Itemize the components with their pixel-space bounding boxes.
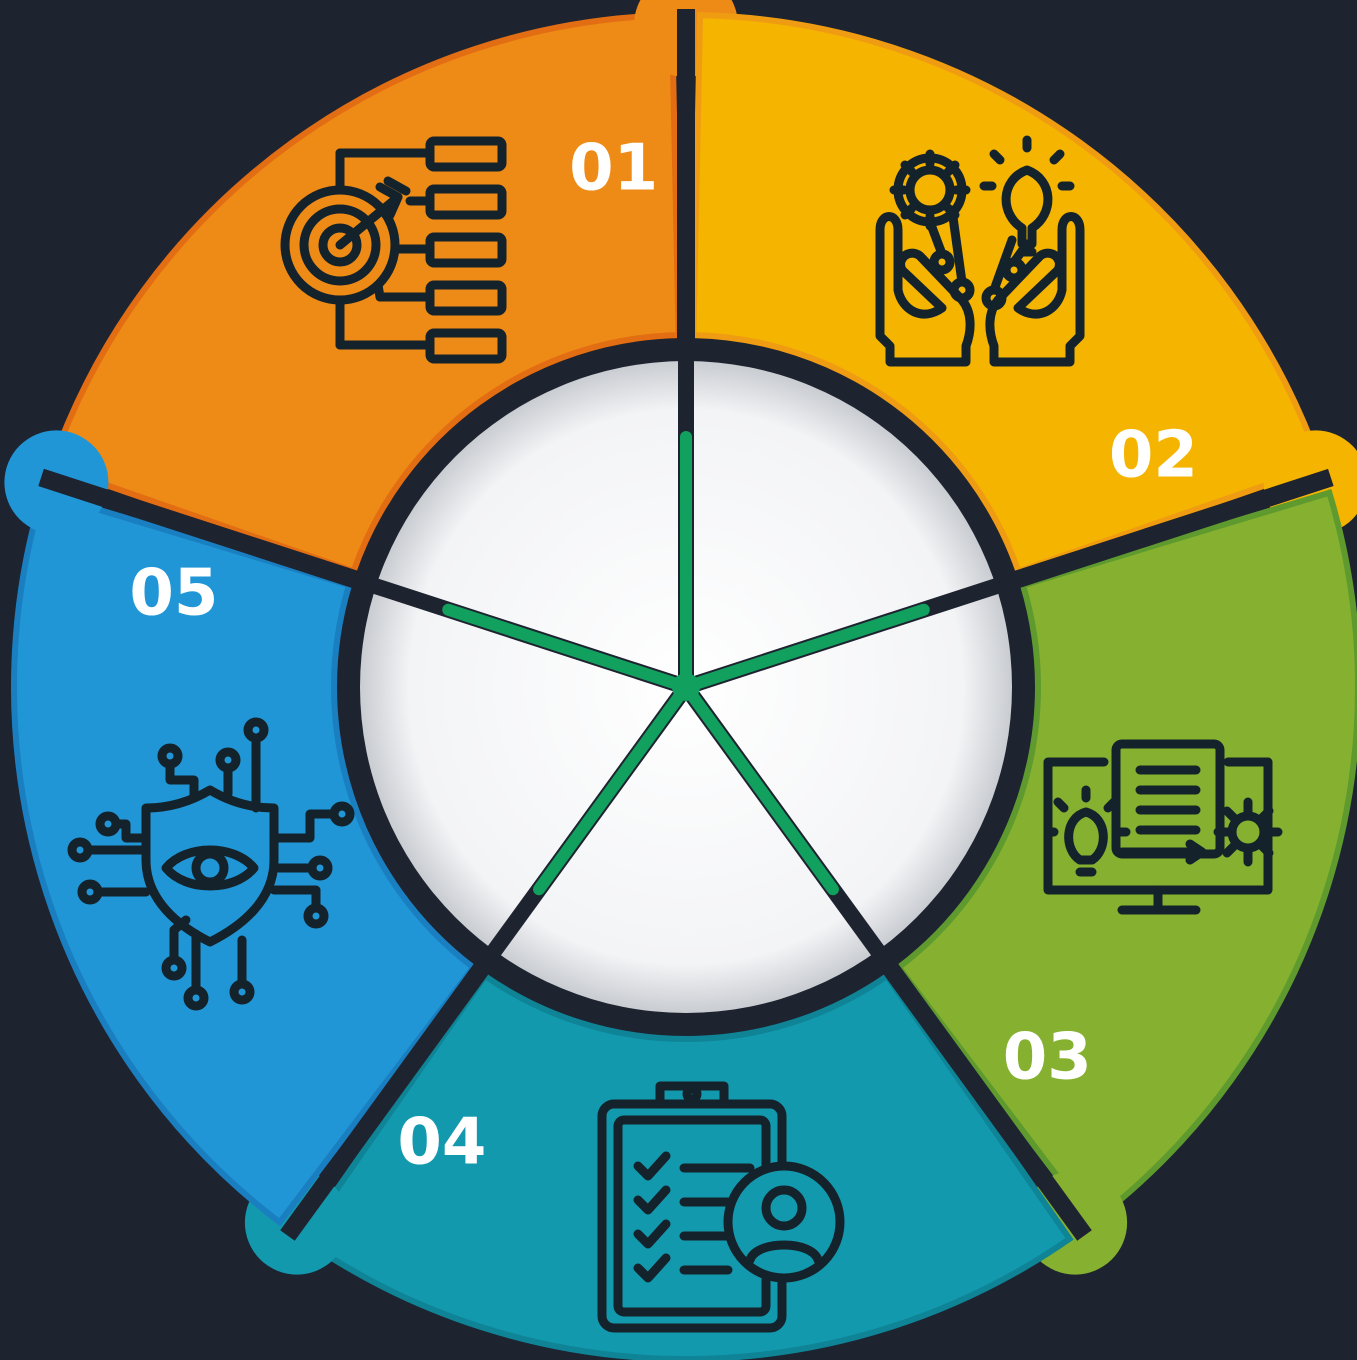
segment-divider	[280, 963, 489, 1241]
center-spoke-green	[533, 681, 692, 896]
segment-number-05: 05	[129, 556, 218, 630]
segment-number-04: 04	[397, 1106, 486, 1180]
center-spoke-green	[680, 603, 930, 693]
clipboard-user-checklist-icon	[597, 1081, 845, 1333]
segment-divider	[883, 963, 1092, 1241]
center-spoke-green	[442, 603, 692, 693]
shield-eye-circuit-icon	[67, 717, 355, 1011]
segment-divider	[1014, 468, 1334, 589]
target-flowchart-icon	[280, 136, 507, 364]
segment-divider	[38, 468, 358, 589]
center-hub	[672, 673, 700, 701]
segment-number-03: 03	[1003, 1021, 1092, 1095]
center-spoke-green	[680, 681, 839, 896]
segment-number-02: 02	[1109, 419, 1198, 493]
monitor-idea-process-icon	[1043, 739, 1283, 915]
hands-gear-lightbulb-icon	[875, 135, 1085, 367]
segment-number-01: 01	[569, 132, 658, 206]
